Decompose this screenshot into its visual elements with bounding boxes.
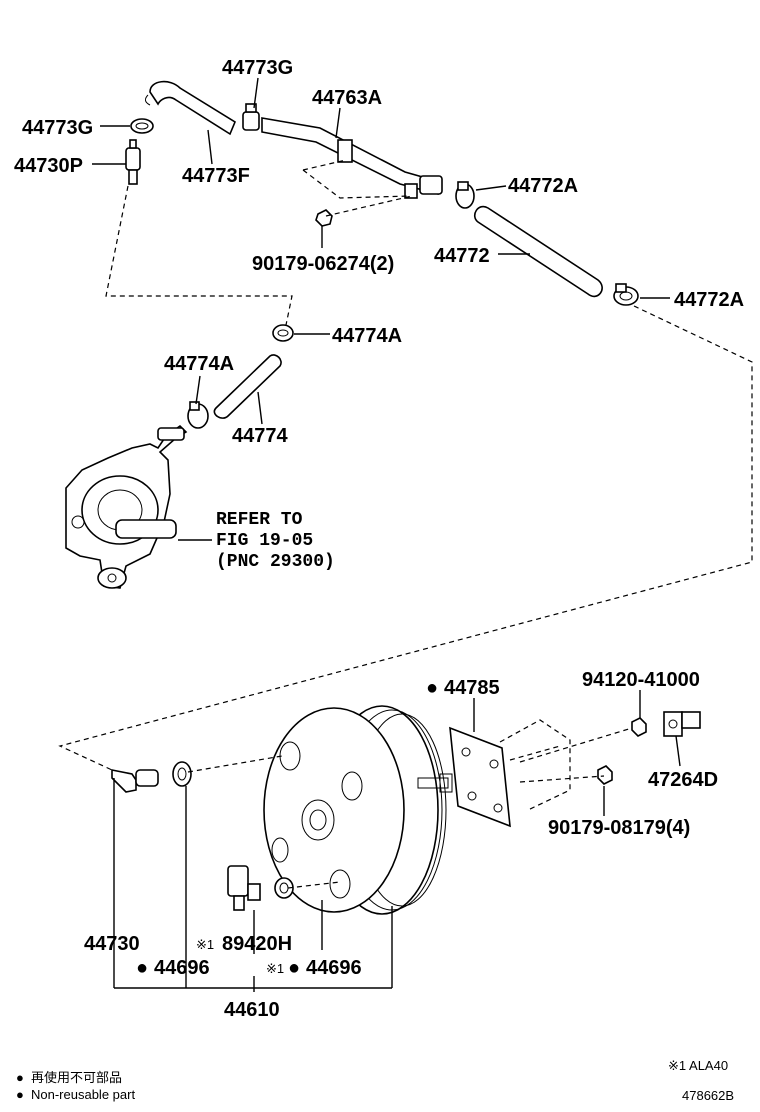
note1-mark-44696: ※1 (266, 961, 284, 976)
label-44785: 44785 (444, 677, 500, 699)
label-44610: 44610 (224, 999, 280, 1021)
label-44773G-top: 44773G (222, 57, 293, 79)
dot-44696-left: ● (136, 957, 148, 979)
diagram-number: 478662B (682, 1088, 734, 1103)
label-44774A-upper: 44774A (332, 325, 402, 347)
legend-nonreusable-cn: 再使用不可部品 (31, 1070, 122, 1085)
grommet-44696-right (274, 877, 294, 899)
note1-mark-89420H: ※1 (196, 937, 214, 952)
dot-44785: ● (426, 677, 438, 699)
legend-dot-en: ● (16, 1087, 24, 1102)
label-44730: 44730 (84, 933, 140, 955)
label-44730P: 44730P (14, 155, 83, 177)
label-44763A: 44763A (312, 87, 382, 109)
clamp-44773G-top (242, 103, 260, 131)
hose-44773F (144, 80, 237, 136)
vacuum-sensor-89420H (227, 865, 261, 911)
label-44774A-left: 44774A (164, 353, 234, 375)
grommet-44696-left (172, 761, 192, 787)
dot-44696-right: ● (288, 957, 300, 979)
vacuum-pump (65, 424, 188, 589)
pipe-44763A (261, 117, 443, 199)
clamp-44774A-left (187, 401, 209, 429)
note-ala40: ※1 ALA40 (668, 1058, 728, 1073)
check-valve-44730P (125, 139, 141, 185)
bracket-47264D (663, 711, 701, 737)
legend-dot-cn: ● (16, 1070, 24, 1085)
hose-44774 (213, 354, 282, 419)
clamp-44772A-upper (455, 181, 475, 209)
connector-lines (58, 159, 753, 889)
label-90179-08179: 90179-08179(4) (548, 817, 690, 839)
refer-line-3: (PNC 29300) (216, 552, 335, 572)
label-44772A-right: 44772A (674, 289, 744, 311)
label-94120-41000: 94120-41000 (582, 669, 700, 691)
label-44773F: 44773F (182, 165, 250, 187)
spacer-94120-41000 (631, 717, 647, 737)
legend-nonreusable-en: Non-reusable part (31, 1087, 135, 1102)
label-44772: 44772 (434, 245, 490, 267)
label-47264D: 47264D (648, 769, 718, 791)
label-44696-left: 44696 (154, 957, 210, 979)
clamp-44772A-right (613, 283, 639, 306)
leader-lines (92, 77, 681, 992)
label-89420H: 89420H (222, 933, 292, 955)
nut-90179-08179 (597, 765, 613, 785)
gasket-44785 (449, 719, 571, 828)
label-90179-06274: 90179-06274(2) (252, 253, 394, 275)
elbow-44730 (111, 769, 159, 793)
refer-line-2: FIG 19-05 (216, 531, 313, 551)
label-44774: 44774 (232, 425, 288, 447)
label-44696-right: 44696 (306, 957, 362, 979)
clamp-44774A-upper (272, 324, 294, 342)
refer-line-1: REFER TO (216, 510, 303, 530)
brake-booster (263, 705, 453, 915)
label-44773G-left: 44773G (22, 117, 93, 139)
bolt-90179-06274 (315, 209, 333, 227)
clamp-44773G-left (130, 118, 154, 134)
label-44772A-upper: 44772A (508, 175, 578, 197)
hose-44772 (473, 205, 603, 298)
